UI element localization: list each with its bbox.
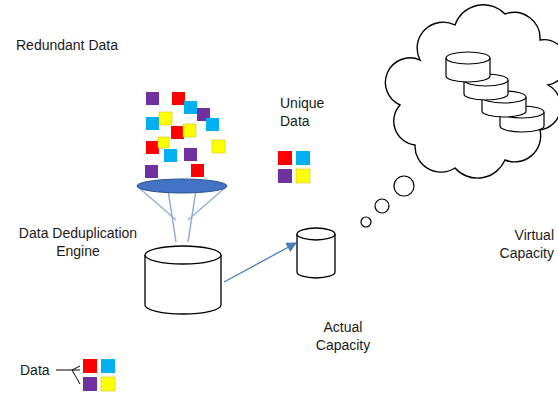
- storage-cylinder: [297, 228, 335, 278]
- unique-blocks: [278, 151, 310, 183]
- storage-cylinder: [145, 246, 221, 314]
- data-label: Data: [20, 361, 50, 379]
- engine-label: Data Deduplication Engine: [10, 224, 146, 260]
- capacity-label: Virtual Capacity: [490, 226, 554, 262]
- data-label: Redundant Data: [16, 36, 118, 54]
- data-blocks: [56, 359, 115, 391]
- redundant-blocks: [145, 92, 225, 178]
- funnel: [137, 179, 227, 242]
- virtual-cylinders: [446, 52, 544, 132]
- cloud: [385, 5, 558, 178]
- thought-bubbles: [361, 176, 414, 227]
- capacity-label: Actual Capacity: [308, 318, 378, 354]
- flow-arrow: [224, 243, 296, 282]
- data-label: Unique Data: [280, 94, 336, 130]
